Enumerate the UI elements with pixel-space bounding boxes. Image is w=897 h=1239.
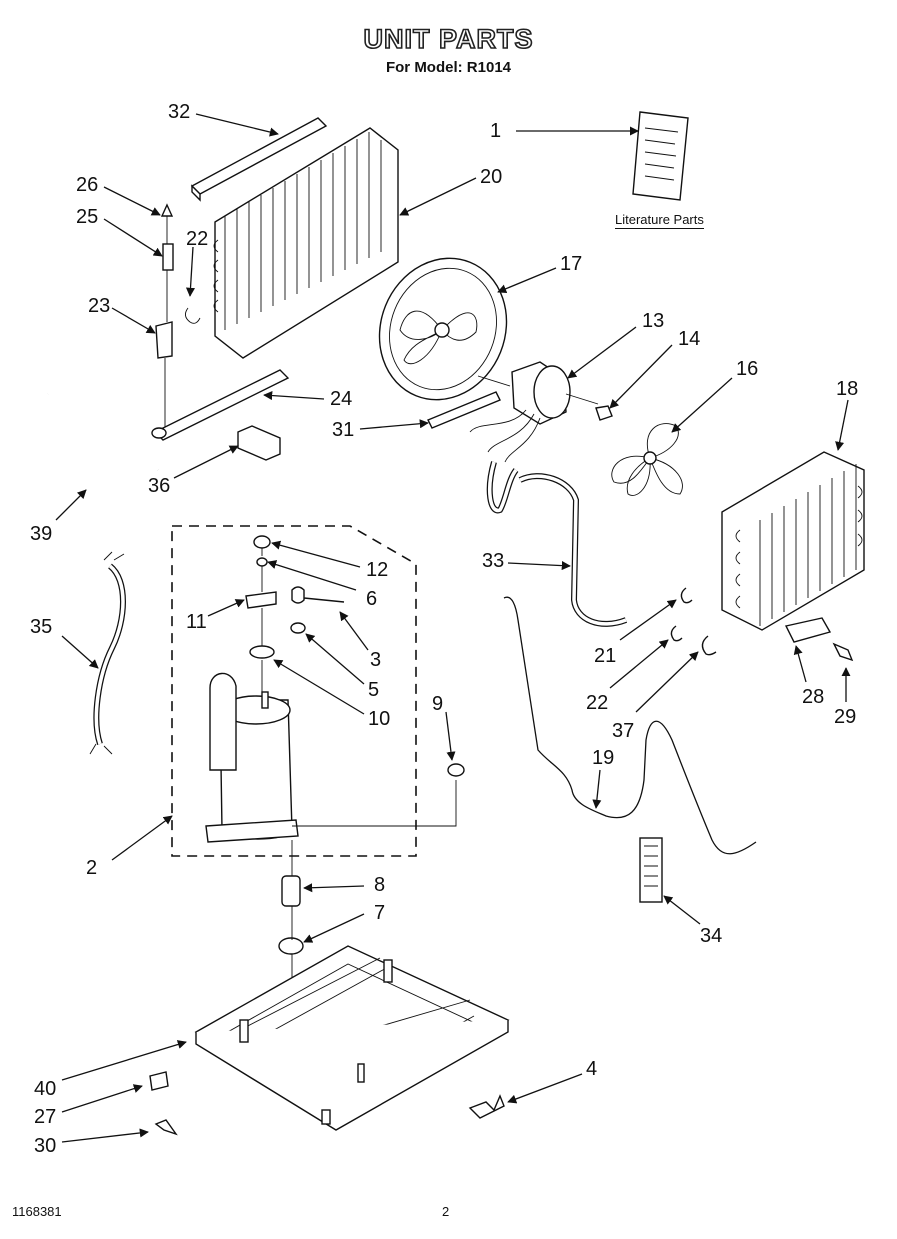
literature-parts-label: Literature Parts (615, 212, 704, 229)
callout-28: 28 (802, 686, 825, 708)
callout-3: 3 (370, 649, 382, 671)
bushing-5-part (290, 622, 306, 634)
callout-34: 34 (700, 925, 723, 947)
callout-33: 33 (482, 550, 505, 572)
callout-26: 26 (76, 174, 99, 196)
document-number: 1168381 (12, 1204, 62, 1219)
callout-7: 7 (374, 902, 386, 924)
callout-16: 16 (736, 358, 759, 380)
callout-31: 31 (332, 419, 355, 441)
washer-6-part (256, 557, 268, 567)
callout-14: 14 (678, 328, 701, 350)
callout-19: 19 (592, 747, 615, 769)
mount-8-part (281, 875, 301, 907)
overload-3-part (291, 586, 345, 604)
callout-1: 1 (490, 120, 502, 142)
capillary-tube-parts (155, 203, 201, 430)
terminal-cover-11-part (245, 591, 277, 609)
callout-12: 12 (366, 559, 389, 581)
compressor-assembly-outline (171, 525, 417, 857)
foam-block-part (237, 425, 281, 461)
callout-23: 23 (88, 295, 111, 317)
callout-9: 9 (432, 693, 444, 715)
clip-22-part (670, 625, 683, 642)
discharge-tube-part (486, 461, 628, 627)
callout-36: 36 (148, 475, 171, 497)
air-filter-part (639, 837, 663, 903)
callout-4: 4 (586, 1058, 598, 1080)
base-pan-part (194, 945, 510, 1131)
callout-20: 20 (480, 166, 503, 188)
callout-leader-lines (55, 113, 851, 1143)
callout-40: 40 (34, 1078, 57, 1100)
callout-10: 10 (368, 708, 391, 730)
callout-37: 37 (612, 720, 635, 742)
clip-30-part (154, 1119, 178, 1136)
callout-13: 13 (642, 310, 665, 332)
blower-fan-blade-part (611, 423, 683, 496)
gasket-10-part (249, 645, 275, 659)
nut-part (595, 405, 613, 421)
model-subtitle: For Model: R1014 (385, 59, 512, 76)
fan-motor-part (469, 361, 599, 463)
foam-strip-part (190, 117, 328, 202)
bracket-29-part (832, 642, 854, 662)
evaporator-coil-part (213, 127, 399, 359)
bracket-28-part (784, 617, 832, 643)
grommet-12-part (253, 535, 271, 549)
callout-29: 29 (834, 706, 857, 728)
callout-39: 39 (30, 523, 53, 545)
callout-25: 25 (76, 206, 99, 228)
condenser-coil-part (721, 451, 865, 631)
compressor-part (205, 660, 457, 843)
callout-30: 30 (34, 1135, 57, 1157)
grommet-9-part (447, 763, 465, 777)
literature-booklet-part (632, 111, 689, 201)
clip-4-part (468, 1094, 505, 1119)
callout-32: 32 (168, 101, 191, 123)
clip-37-part (701, 635, 717, 656)
callout-17: 17 (560, 253, 583, 275)
clip-21-part (680, 587, 693, 604)
callout-27: 27 (34, 1106, 57, 1128)
page-title: UNIT PARTS (363, 23, 534, 55)
callout-18: 18 (836, 378, 859, 400)
page-number: 2 (442, 1204, 450, 1219)
mount-7-part (278, 937, 304, 955)
callout-22-upper: 22 (186, 228, 209, 250)
callout-8: 8 (374, 874, 386, 896)
strap-part (427, 391, 501, 429)
callout-2: 2 (86, 857, 98, 879)
fan-shroud-part (378, 257, 508, 401)
wire-harness-part (89, 551, 126, 755)
capillary-line-part (503, 596, 757, 855)
callout-11: 11 (186, 611, 207, 633)
callout-24: 24 (330, 388, 353, 410)
callout-35: 35 (30, 616, 53, 638)
screw-27-part (149, 1071, 169, 1091)
callout-22-lower: 22 (586, 692, 609, 714)
callout-21: 21 (594, 645, 617, 667)
callout-5: 5 (368, 679, 380, 701)
heater-tube-part (151, 369, 290, 441)
callout-6: 6 (366, 588, 378, 610)
